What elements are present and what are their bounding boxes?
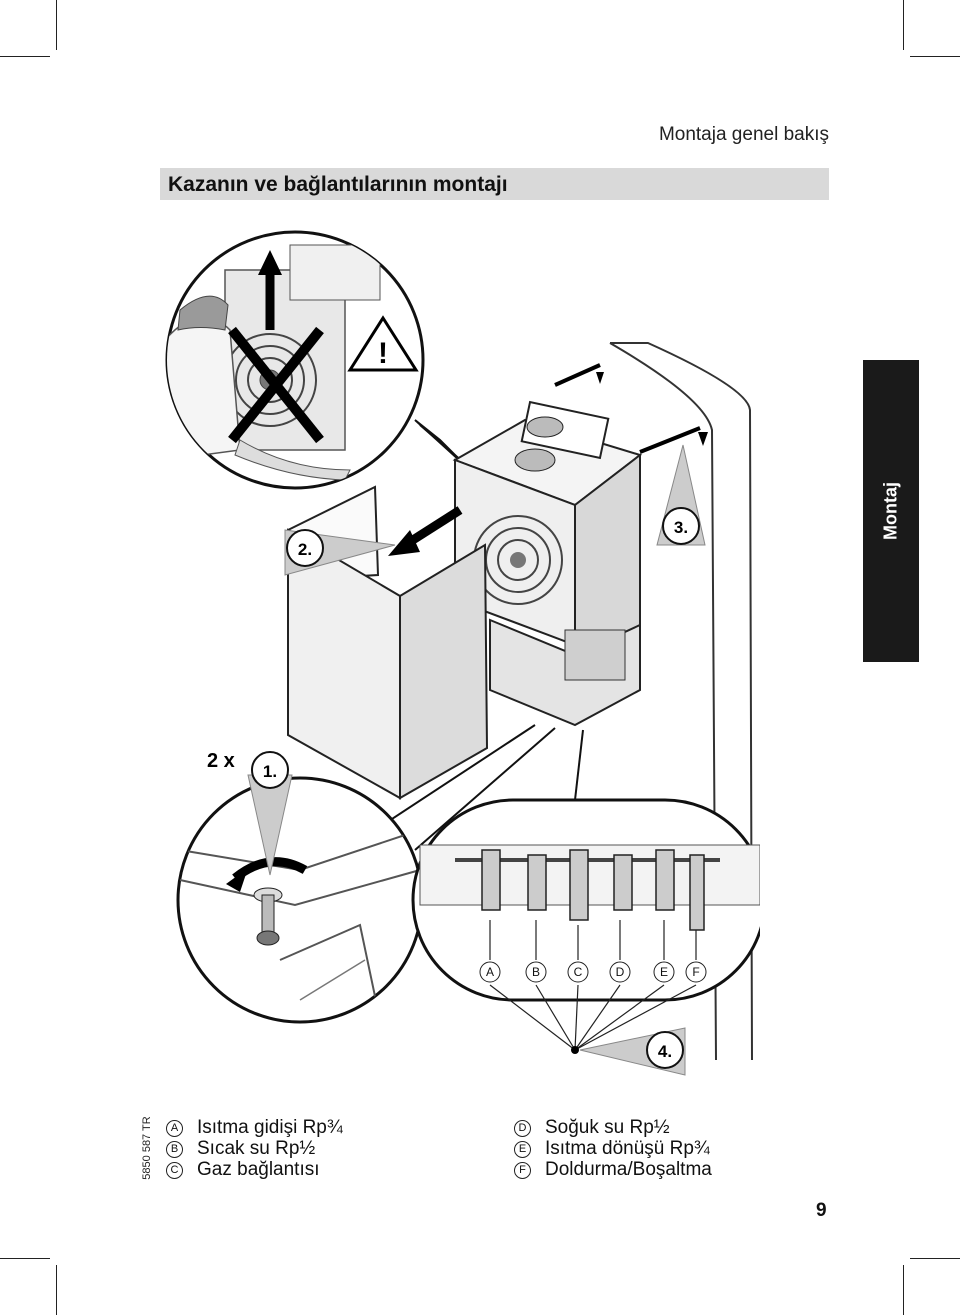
- warning-symbol: !: [378, 337, 388, 370]
- crop-mark: [903, 1265, 904, 1315]
- crop-mark: [910, 1258, 960, 1259]
- detail-circle-top: !: [165, 230, 425, 490]
- detail-circle-screw: [176, 776, 424, 1024]
- legend-item: A Isıtma gidişi Rp¾: [166, 1117, 343, 1139]
- connection-letter: E: [660, 965, 668, 979]
- crop-mark: [0, 56, 50, 57]
- connection-letter: B: [532, 965, 540, 979]
- legend-text: Isıtma dönüşü Rp¾: [545, 1138, 710, 1159]
- step-label: 4.: [658, 1042, 672, 1061]
- crop-mark: [903, 0, 904, 50]
- page-number: 9: [816, 1200, 827, 1221]
- legend-text: Isıtma gidişi Rp¾: [197, 1117, 343, 1138]
- legend-item: B Sıcak su Rp½: [166, 1138, 315, 1160]
- boiler-unit: [452, 400, 643, 727]
- connection-letter: F: [692, 965, 699, 979]
- legend-letter: F: [514, 1162, 531, 1179]
- side-tab-label: Montaj: [880, 482, 901, 540]
- quantity-label: 2 x: [207, 750, 235, 772]
- step-label: 3.: [674, 518, 688, 537]
- side-tab: Montaj: [863, 360, 919, 662]
- legend-text: Gaz bağlantısı: [197, 1159, 320, 1180]
- connection-pointer-lines: [489, 920, 697, 960]
- wall: [609, 342, 753, 1061]
- legend-item: C Gaz bağlantısı: [166, 1159, 320, 1181]
- section-title: Montaja genel bakış: [658, 124, 829, 145]
- connection-letter: C: [574, 965, 583, 979]
- crop-mark: [56, 0, 57, 50]
- legend-letter: A: [166, 1120, 183, 1137]
- legend-item: F Doldurma/Boşaltma: [514, 1159, 712, 1181]
- step-label: 2.: [298, 540, 312, 559]
- crop-mark: [0, 1258, 50, 1259]
- crop-mark: [56, 1265, 57, 1315]
- installation-illustration: ! 2. 3.: [165, 230, 760, 1076]
- legend-letter: B: [166, 1141, 183, 1158]
- document-number: 5850 587 TR: [141, 1116, 153, 1180]
- legend-text: Sıcak su Rp½: [197, 1138, 316, 1159]
- legend-item: D Soğuk su Rp½: [514, 1117, 670, 1139]
- legend-letter: D: [514, 1120, 531, 1137]
- legend-letter: E: [514, 1141, 531, 1158]
- detail-connections: A B C D E F: [411, 798, 760, 1002]
- legend-text: Doldurma/Boşaltma: [545, 1159, 712, 1180]
- legend-letter: C: [166, 1162, 183, 1179]
- page-heading: Kazanın ve bağlantılarının montajı: [168, 173, 508, 196]
- step-label: 1.: [263, 762, 277, 781]
- legend-item: E Isıtma dönüşü Rp¾: [514, 1138, 710, 1160]
- connection-letter: D: [616, 965, 625, 979]
- warning-icon: [347, 315, 419, 372]
- legend-text: Soğuk su Rp½: [545, 1117, 670, 1138]
- heading-bar: Kazanın ve bağlantılarının montajı: [160, 168, 829, 200]
- crop-mark: [910, 56, 960, 57]
- connection-letter: A: [486, 965, 494, 979]
